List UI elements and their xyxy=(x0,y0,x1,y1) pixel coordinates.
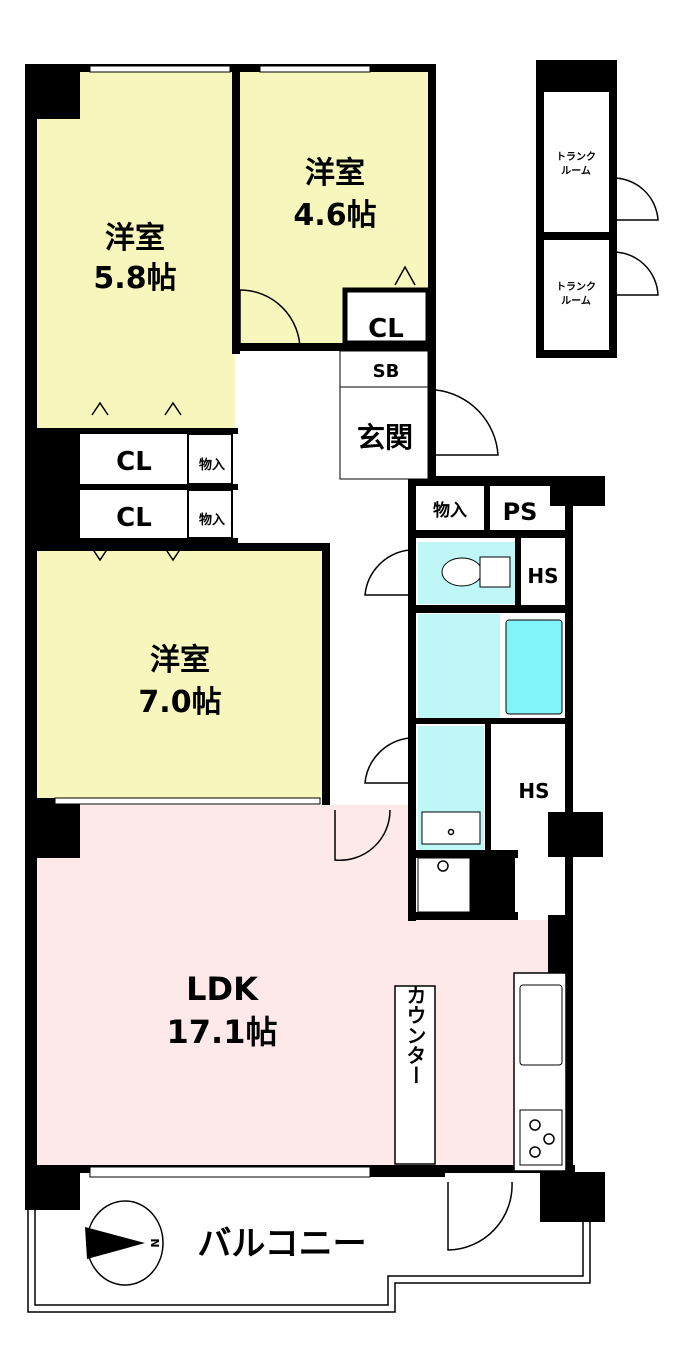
room-size: 7.0帖 xyxy=(138,685,221,720)
compass: N xyxy=(85,1200,164,1286)
western-room-1 xyxy=(35,72,235,430)
svg-text:CL: CL xyxy=(116,447,152,477)
svg-text:PS: PS xyxy=(503,498,538,526)
svg-text:HS: HS xyxy=(527,564,558,588)
room-name: LDK xyxy=(186,970,259,1008)
room-size: 4.6帖 xyxy=(293,198,376,233)
svg-text:物入: 物入 xyxy=(199,457,225,473)
svg-text:ルーム: ルーム xyxy=(561,165,591,177)
svg-text:物入: 物入 xyxy=(433,500,467,521)
room-name: 洋室 xyxy=(105,221,165,256)
balcony-outline xyxy=(27,1180,591,1313)
svg-text:N: N xyxy=(148,1238,161,1247)
room-size: 17.1帖 xyxy=(167,1013,278,1051)
svg-text:CL: CL xyxy=(116,503,152,533)
svg-text:物入: 物入 xyxy=(199,512,225,528)
svg-text:トランク: トランク xyxy=(556,151,596,163)
svg-text:HS: HS xyxy=(518,779,549,803)
room-size: 5.8帖 xyxy=(93,261,176,296)
stove xyxy=(519,1109,563,1166)
svg-text:SB: SB xyxy=(373,361,400,382)
room-name: 洋室 xyxy=(150,643,210,678)
svg-text:CL: CL xyxy=(368,314,404,344)
svg-text:ルーム: ルーム xyxy=(561,295,591,307)
svg-text:トランク: トランク xyxy=(556,281,596,293)
svg-text:バルコニー: バルコニー xyxy=(197,1224,366,1264)
western-room-3 xyxy=(35,548,327,800)
svg-text:カウンター: カウンター xyxy=(403,985,427,1085)
bathroom xyxy=(418,614,500,718)
room-name: 洋室 xyxy=(305,156,365,191)
kitchen-sink xyxy=(519,984,563,1066)
bathtub xyxy=(505,619,563,715)
svg-text:玄関: 玄関 xyxy=(357,421,413,454)
